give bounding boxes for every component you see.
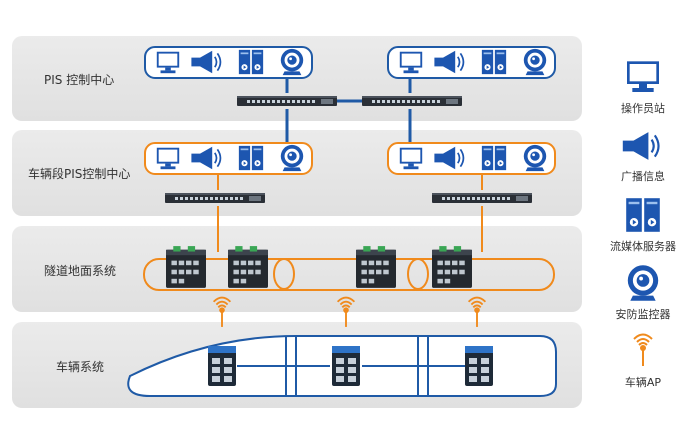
tunnel-switch [356,246,396,288]
legend-label-operator-station: 操作员站 [621,102,665,115]
workstation-box [144,142,313,175]
vehicle-switch [465,346,493,386]
server-icon [626,198,660,232]
depot-center-right-group [387,142,556,175]
legend-label-streaming-server: 流媒体服务器 [610,240,676,253]
workstation-box [144,46,313,79]
layer-label-vehicle-system: 车辆系统 [56,360,105,374]
speaker-icon [621,131,660,161]
antenna-icon [336,296,356,328]
monitor-icon [627,61,659,92]
tunnel-switch [432,246,472,288]
depot-switch-right [432,193,532,203]
workstation-box [387,142,556,175]
layer-label-depot-center: 车辆段PIS控制中心 [28,167,131,181]
camera-icon [627,265,659,301]
core-switch-right [362,96,462,106]
pis-center-left-group [144,46,313,79]
tunnel-ring [143,258,555,291]
pis-center-right-group [387,46,556,79]
antenna-icon [632,333,654,368]
antenna-icon [467,296,487,328]
vehicle-switch [208,346,236,386]
legend-label-vehicle-ap: 车辆AP [624,376,662,389]
ring-joint [273,258,295,290]
tunnel-switch [166,246,206,288]
core-switch-left [237,96,337,106]
tunnel-switch [228,246,268,288]
depot-center-left-group [144,142,313,175]
layer-label-tunnel-system: 隧道地面系统 [44,264,117,278]
vehicle-switch [332,346,360,386]
antenna-icon [212,296,232,328]
ring-joint [407,258,429,290]
depot-switch-left [165,193,265,203]
legend-label-security-monitor: 安防监控器 [615,308,671,321]
workstation-box [387,46,556,79]
layer-label-pis-center: PIS 控制中心 [44,73,115,87]
legend-label-broadcast: 广播信息 [621,170,665,183]
layer-tunnel-ground-system [12,226,582,312]
